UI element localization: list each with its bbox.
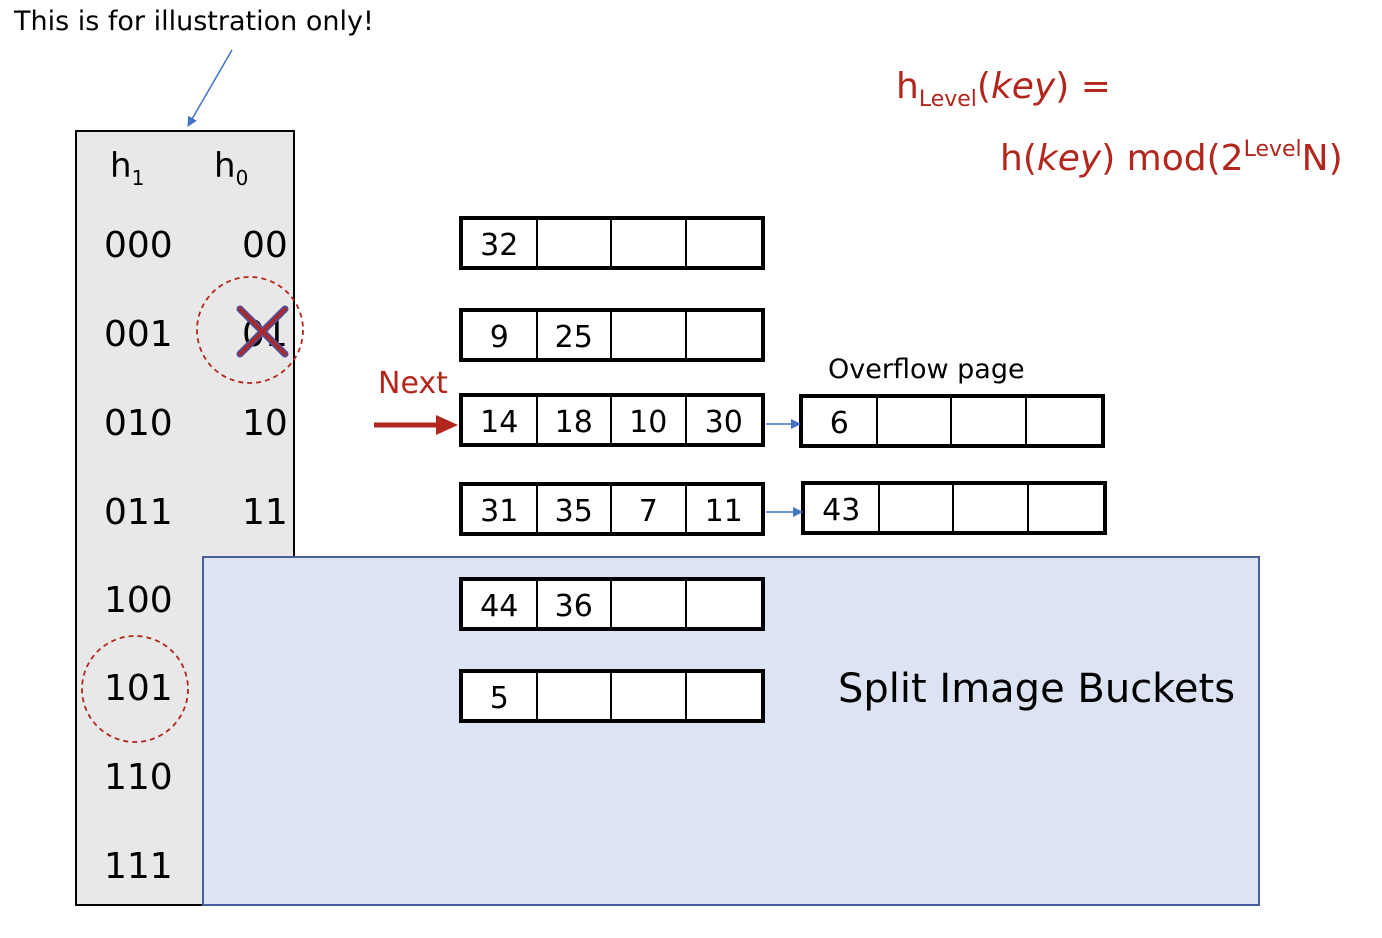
- formula-equals: ) =: [1055, 66, 1111, 107]
- formula-line2-b: ) mod(2: [1101, 138, 1244, 179]
- overflow-page-label: Overflow page: [828, 354, 1025, 385]
- h0-letter: h: [214, 146, 236, 186]
- formula-line2-key: key: [1036, 138, 1102, 179]
- overflow-slot: [878, 398, 952, 444]
- bucket: 9 25: [459, 308, 765, 362]
- dir-h1-cell: 000: [104, 225, 173, 266]
- dir-h1-cell: 111: [104, 846, 173, 887]
- dir-h1-cell: 110: [104, 757, 173, 798]
- h0-header: h0: [214, 146, 248, 190]
- bucket-slot: [538, 673, 612, 719]
- dir-h1-cell: 001: [104, 314, 173, 355]
- dir-h0-cell: 10: [242, 403, 288, 444]
- bucket-slot: 14: [463, 397, 538, 443]
- h0-subscript: 0: [235, 166, 249, 190]
- bucket-slot: 7: [612, 486, 687, 532]
- dir-h1-cell: 100: [104, 580, 173, 621]
- bucket: 31 35 7 11: [459, 482, 765, 536]
- overflow-slot: [954, 485, 1029, 531]
- overflow-slot: 43: [805, 485, 880, 531]
- formula-line2-c: N): [1301, 138, 1343, 179]
- bucket-slot: 25: [538, 312, 612, 358]
- bucket: 14 18 10 30: [459, 393, 765, 447]
- dir-h0-cell: 00: [242, 225, 288, 266]
- bucket-slot: 10: [612, 397, 687, 443]
- bucket-slot: 18: [538, 397, 612, 443]
- bucket-slot: 35: [538, 486, 612, 532]
- h1-subscript: 1: [131, 166, 145, 190]
- h1-letter: h: [110, 146, 132, 186]
- overflow-slot: [880, 485, 954, 531]
- dir-h1-cell: 101: [104, 668, 173, 709]
- cross-mark-icon: [236, 305, 289, 358]
- overflow-slot: 6: [803, 398, 878, 444]
- bucket: 44 36: [459, 577, 765, 631]
- split-image-label: Split Image Buckets: [838, 666, 1236, 712]
- bucket-slot: [612, 312, 687, 358]
- bucket-slot: 36: [538, 581, 612, 627]
- bucket-slot: [612, 581, 687, 627]
- note-arrow: [187, 49, 233, 127]
- highlight-circle: [81, 635, 189, 743]
- next-pointer-label: Next: [378, 366, 448, 401]
- overflow-slot: [952, 398, 1027, 444]
- formula-key: key: [990, 66, 1056, 107]
- bucket-slot: [612, 220, 687, 266]
- formula-line2-a: h(: [1000, 138, 1037, 179]
- bucket-slot: [538, 220, 612, 266]
- bucket-slot: 44: [463, 581, 538, 627]
- formula-line2-sup: Level: [1243, 137, 1302, 162]
- overflow-page: 6: [799, 394, 1105, 448]
- bucket-slot: [612, 673, 687, 719]
- bucket: 5: [459, 669, 765, 723]
- dir-h1-cell: 011: [104, 492, 173, 533]
- dir-h1-cell: 010: [104, 403, 173, 444]
- hash-formula: hLevel(key) = h(key) mod(2LevelN): [896, 62, 1343, 184]
- h1-header: h1: [110, 146, 144, 190]
- bucket-slot: 31: [463, 486, 538, 532]
- highlight-circle: [196, 276, 304, 384]
- dir-h0-cell: 11: [242, 492, 288, 533]
- formula-level-sub: Level: [918, 87, 977, 112]
- illustration-note: This is for illustration only!: [14, 6, 374, 37]
- overflow-page: 43: [801, 481, 1107, 535]
- formula-open-paren: (: [976, 66, 991, 107]
- bucket-slot: 5: [463, 673, 538, 719]
- bucket-slot: 30: [704, 404, 743, 440]
- bucket-slot: 9: [463, 312, 538, 358]
- bucket: 32: [459, 216, 765, 270]
- formula-h: h: [896, 66, 919, 107]
- next-arrow: [374, 415, 458, 435]
- bucket-slot: 11: [704, 493, 743, 529]
- bucket-slot: 32: [463, 220, 538, 266]
